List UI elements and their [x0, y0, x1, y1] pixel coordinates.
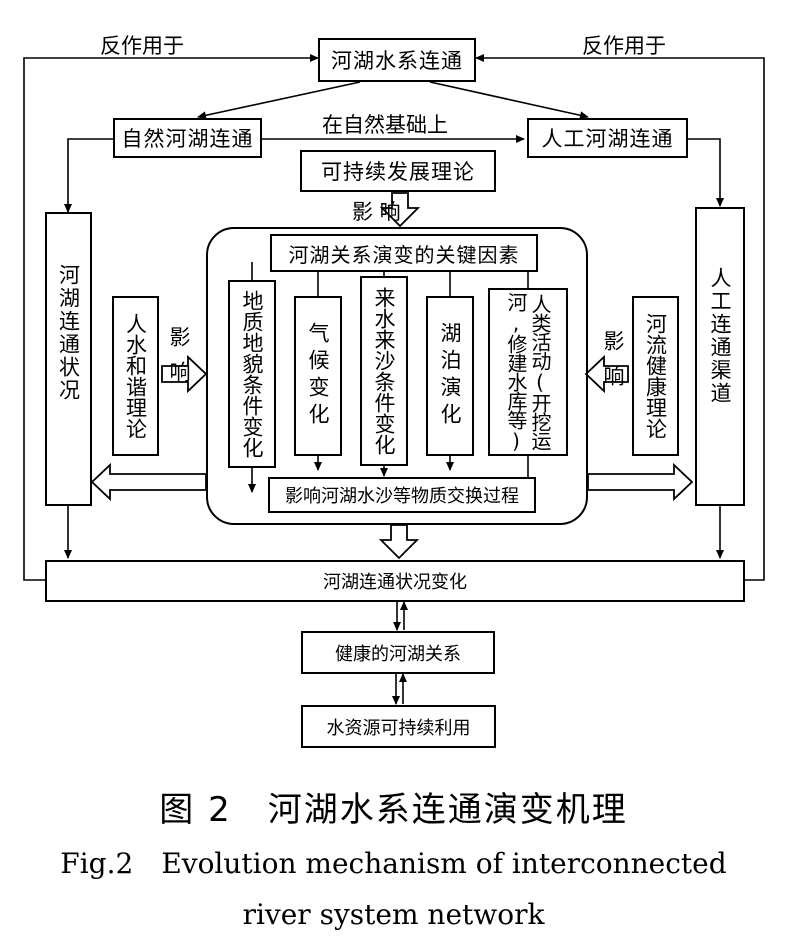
factor-lake-evolution: 湖泊演化 — [426, 296, 474, 456]
hollow-arrow-frame-to-status — [90, 462, 207, 502]
hollow-arrow-sustainable-down — [379, 192, 421, 228]
label-influence-top: 影 响 — [352, 200, 401, 224]
node-status-change: 河湖连通状况变化 — [45, 560, 745, 602]
factor-human-activity-col1: 人类活动(开挖运 — [528, 294, 552, 450]
node-artificial-connectivity: 人工河湖连通 — [527, 118, 688, 158]
caption-chinese: 图 2 河湖水系连通演变机理 — [159, 790, 628, 830]
node-water-sustainable-use: 水资源可持续利用 — [301, 705, 496, 748]
node-healthy-relation: 健康的河湖关系 — [301, 631, 495, 674]
node-river-health-theory: 河流健康理论 — [632, 296, 679, 456]
hollow-arrow-harmony-right — [161, 354, 208, 394]
factor-human-activity: 人类活动(开挖运 河,修建水库等) — [488, 288, 568, 456]
node-harmony-theory: 人水和谐理论 — [112, 296, 159, 456]
node-river-lake-connectivity: 河湖水系连通 — [318, 38, 476, 82]
factor-climate: 气候变化 — [294, 296, 342, 456]
feedback-loop-left — [23, 54, 319, 581]
label-influence-left: 影响 — [167, 326, 191, 396]
label-feedback-left: 反作用于 — [100, 34, 184, 58]
caption-english-line2: river system network — [242, 898, 545, 931]
feedback-loop-right — [475, 54, 765, 581]
label-influence-right: 影响 — [601, 330, 625, 400]
node-natural-connectivity: 自然河湖连通 — [113, 118, 262, 158]
hollow-arrow-frame-down — [378, 524, 420, 560]
arrow-top-to-artificial — [429, 81, 589, 120]
node-connectivity-status: 河湖连通状况 — [45, 212, 92, 506]
arrow-top-to-natural — [197, 81, 361, 120]
node-sustainable-development-theory: 可持续发展理论 — [300, 150, 496, 192]
caption-english-line1: Fig.2 Evolution mechanism of interconnec… — [60, 847, 727, 880]
node-artificial-channel: 人工连通渠道 — [695, 207, 745, 506]
node-key-factors-title: 河湖关系演变的关键因素 — [270, 234, 538, 272]
factor-water-sediment: 来水来沙条件变化 — [360, 276, 408, 466]
key-factors-frame — [206, 227, 588, 525]
hollow-arrow-frame-to-channel — [587, 462, 694, 502]
label-feedback-right: 反作用于 — [582, 34, 666, 58]
hollow-arrow-health-left — [584, 354, 629, 394]
label-on-natural-basis: 在自然基础上 — [322, 113, 448, 137]
factor-geology: 地质地貌条件变化 — [228, 280, 276, 468]
node-exchange-process: 影响河湖水沙等物质交换过程 — [268, 477, 536, 513]
arrow-natural-to-status — [64, 138, 113, 213]
factor-human-activity-col2: 河,修建水库等) — [504, 292, 528, 452]
arrow-artificial-to-channel — [688, 138, 724, 207]
